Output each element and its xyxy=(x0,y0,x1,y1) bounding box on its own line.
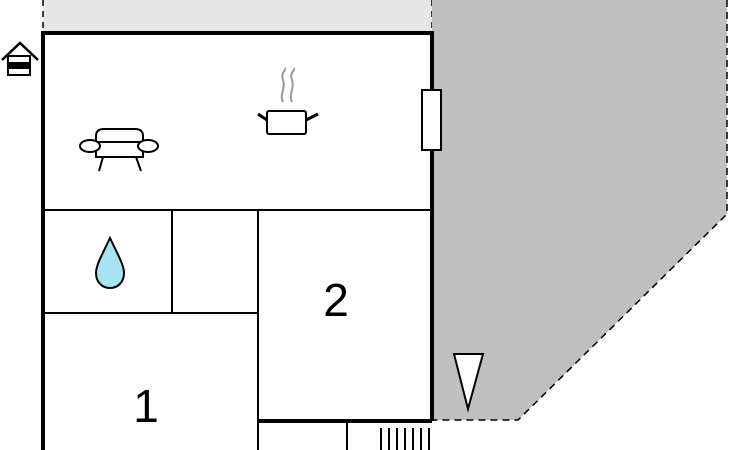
cooking-pot-icon xyxy=(257,67,319,135)
exterior-walls xyxy=(41,31,434,450)
north-arrow-icon xyxy=(452,353,485,413)
window-icon xyxy=(421,89,442,151)
sofa-icon xyxy=(79,128,159,172)
room-number-1: 1 xyxy=(133,380,159,432)
room-number-2: 2 xyxy=(323,274,349,326)
terrace-boundary xyxy=(432,0,728,421)
terrace xyxy=(432,0,727,420)
upper-strip xyxy=(43,0,432,32)
stairs-icon xyxy=(346,422,430,450)
water-drop-icon xyxy=(94,235,126,290)
interior-walls xyxy=(43,209,432,450)
house-entrance-icon xyxy=(1,41,39,76)
